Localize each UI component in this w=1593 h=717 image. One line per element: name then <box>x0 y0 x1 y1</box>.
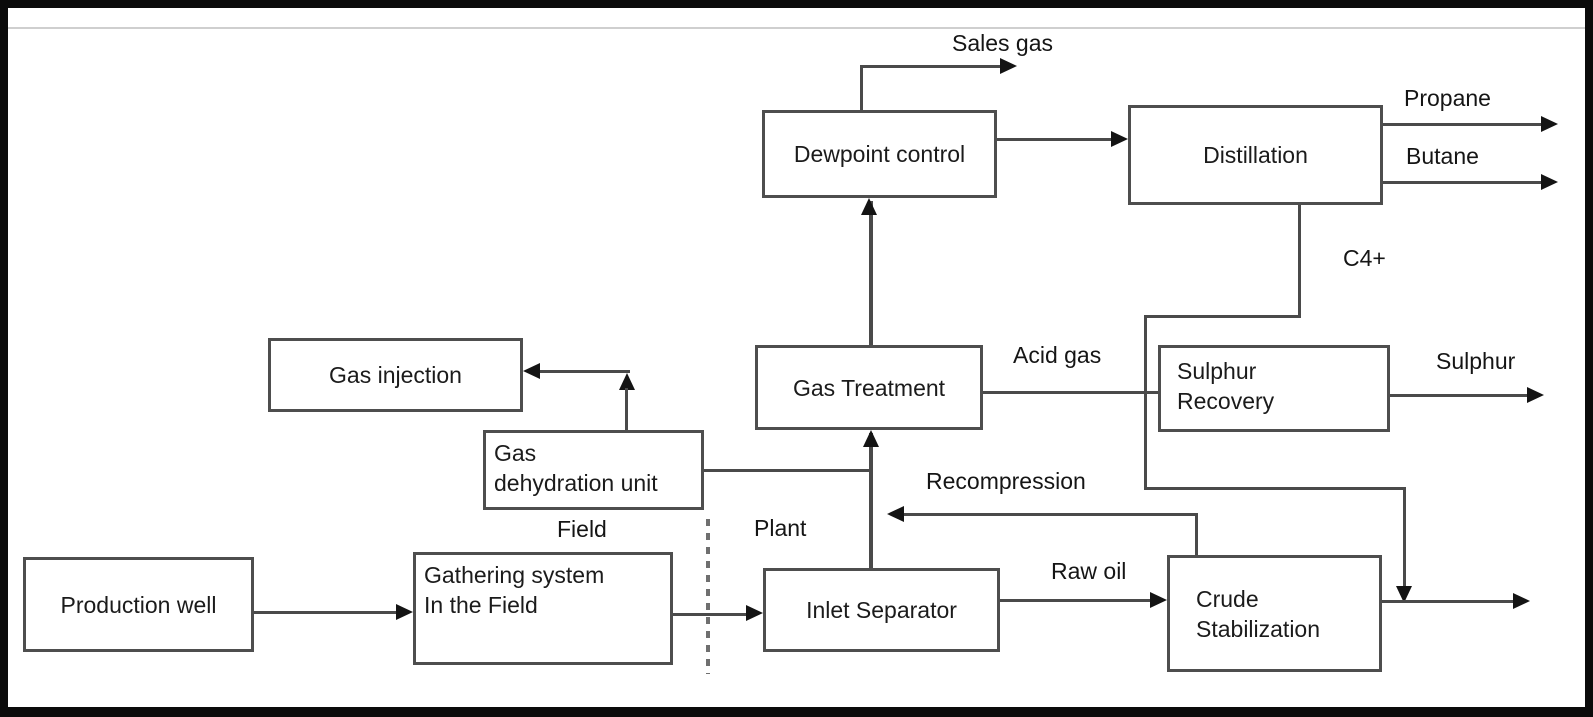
node-label: Sulphur <box>1177 358 1257 384</box>
arrow-right-icon <box>1000 58 1017 74</box>
node-label: In the Field <box>424 592 538 618</box>
node-inlet-separator: Inlet Separator <box>763 568 1000 652</box>
node-gathering-system: Gathering system In the Field <box>413 552 673 665</box>
arrow-right-icon <box>1541 174 1558 190</box>
arrow-right-icon <box>1513 593 1530 609</box>
arrow-right-icon <box>396 604 413 620</box>
node-crude-stabilization: Crude Stabilization <box>1167 555 1382 672</box>
node-label: Production well <box>60 591 217 618</box>
arrow-right-icon <box>1527 387 1544 403</box>
label-propane: Propane <box>1404 85 1491 111</box>
arrow-up-icon <box>863 430 879 447</box>
edge-c4-horizontal-1 <box>1144 315 1301 318</box>
arrow-left-icon <box>523 363 540 379</box>
arrow-right-icon <box>1111 131 1128 147</box>
edge-recompression-vertical <box>1195 513 1198 555</box>
edge-dewpoint-to-sales-horizontal <box>860 65 1000 68</box>
edge-crude-out <box>1382 600 1514 603</box>
label-acid-gas: Acid gas <box>1013 342 1102 368</box>
label-sales-gas: Sales gas <box>952 30 1054 56</box>
edge-recompression-horizontal <box>904 513 1198 516</box>
arrow-up-icon <box>861 198 877 215</box>
arrow-right-icon <box>1541 116 1558 132</box>
node-gas-injection: Gas injection <box>268 338 523 412</box>
edge-acid-gas <box>983 391 1158 394</box>
node-label: Gas injection <box>329 362 462 388</box>
node-label: Crude <box>1196 586 1259 612</box>
edge-dehydration-to-riser <box>704 469 871 472</box>
node-label: Gas <box>494 440 537 466</box>
label-plant: Plant <box>754 515 807 541</box>
edge-gathering-to-inlet <box>673 613 748 616</box>
edge-sulphur-out <box>1390 394 1528 397</box>
field-plant-divider <box>706 519 710 674</box>
node-label: Dewpoint control <box>793 141 966 167</box>
arrow-right-icon <box>746 605 763 621</box>
arrow-down-icon <box>1396 586 1412 603</box>
edge-distillation-to-propane <box>1383 123 1542 126</box>
node-label: Stabilization <box>1196 616 1321 642</box>
arrow-up-icon <box>619 373 635 390</box>
node-label: Gas Treatment <box>792 374 946 401</box>
edge-dewpoint-to-distillation <box>997 138 1112 141</box>
node-production-well: Production well <box>23 557 254 652</box>
edge-dewpoint-to-sales-vertical <box>860 65 863 110</box>
edge-to-gas-injection-horizontal <box>540 370 630 373</box>
label-sulphur: Sulphur <box>1436 348 1516 374</box>
label-butane: Butane <box>1406 143 1479 169</box>
edge-c4-vertical-2 <box>1144 315 1147 490</box>
top-divider-line <box>8 27 1585 29</box>
node-distillation: Distillation <box>1128 105 1383 205</box>
node-gas-treatment: Gas Treatment <box>755 345 983 430</box>
label-field: Field <box>557 516 607 542</box>
edge-c4-vertical-3 <box>1403 487 1406 587</box>
edge-c4-vertical-1 <box>1298 205 1301 317</box>
edge-to-gas-injection-vertical <box>625 388 628 430</box>
node-dewpoint-control: Dewpoint control <box>762 110 997 198</box>
node-label: Distillation <box>1203 142 1308 168</box>
edge-raw-oil <box>1000 599 1153 602</box>
label-raw-oil: Raw oil <box>1051 558 1127 584</box>
node-sulphur-recovery: Sulphur Recovery <box>1158 345 1390 432</box>
label-recompression: Recompression <box>926 468 1086 494</box>
node-gas-dehydration-unit: Gas dehydration unit <box>483 430 704 510</box>
edge-production-to-gathering <box>254 611 399 614</box>
arrow-right-icon <box>1150 592 1167 608</box>
edge-inlet-to-gas-treatment <box>869 433 873 568</box>
edge-gas-treatment-to-dewpoint <box>869 201 873 345</box>
label-c4-plus: C4+ <box>1343 245 1386 271</box>
edge-c4-horizontal-2 <box>1144 487 1406 490</box>
node-label: Recovery <box>1177 388 1275 414</box>
node-label: Gathering system <box>424 562 605 588</box>
arrow-left-icon <box>887 506 904 522</box>
edge-distillation-to-butane <box>1383 181 1542 184</box>
node-label: Inlet Separator <box>806 597 957 623</box>
node-label: dehydration unit <box>494 470 658 496</box>
